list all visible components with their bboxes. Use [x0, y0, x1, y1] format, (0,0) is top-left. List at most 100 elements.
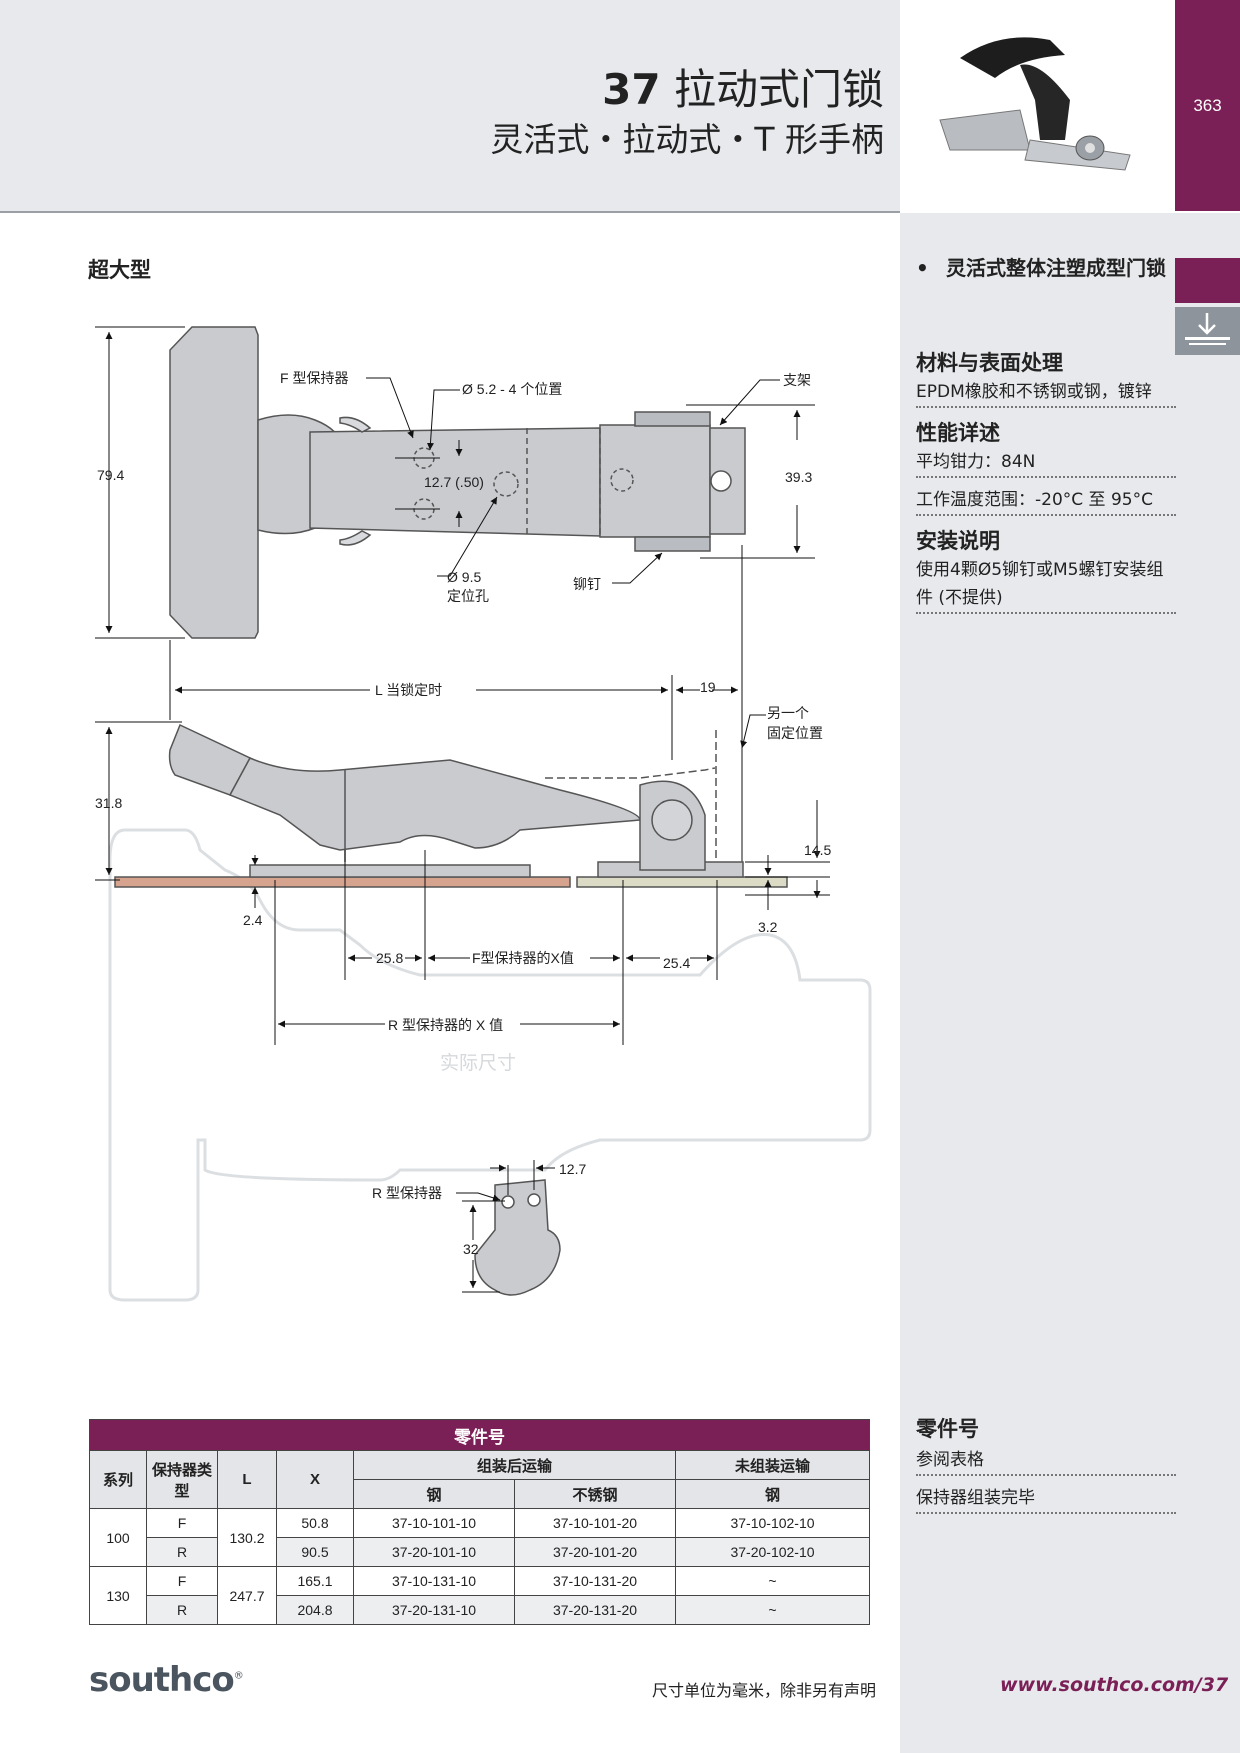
side-tab-magenta [1175, 258, 1240, 303]
dim-12-7: 12.7 [559, 1161, 586, 1177]
label-f-retainer: F 型保持器 [280, 370, 348, 386]
cell-type: F [146, 1566, 218, 1596]
logo-text: southco [89, 1660, 235, 1700]
label-r-x: R 型保持器的 X 值 [388, 1017, 503, 1033]
header-divider [0, 211, 900, 213]
label-alt-position-2: 固定位置 [767, 725, 823, 741]
dim-12-7-50: 12.7 (.50) [424, 474, 484, 490]
cell-steel: 37-20-131-10 [353, 1595, 515, 1625]
table-row: R 204.8 37-20-131-10 37-20-131-20 ~ [90, 1595, 870, 1625]
top-view-labels: F 型保持器 Ø 5.2 - 4 个位置 支架 79.4 12.7 (.50) … [97, 370, 812, 604]
cell-unassembled: 37-20-102-10 [675, 1537, 870, 1567]
l-dimension [169, 545, 766, 880]
table-title: 零件号 [89, 1419, 870, 1451]
footer-note: 尺寸单位为毫米，除非另有声明 [652, 1681, 877, 1700]
actual-size-label: 实际尺寸 [440, 1052, 516, 1074]
cell-steel: 37-20-101-10 [353, 1537, 515, 1567]
table-row: 130 F 247.7 165.1 37-10-131-10 37-10-131… [89, 1566, 870, 1625]
dim-31-8: 31.8 [95, 795, 122, 811]
cell-x: 204.8 [276, 1595, 354, 1625]
cell-series: 100 [89, 1508, 147, 1567]
col-unassembled-steel: 钢 [675, 1479, 870, 1509]
cell-x: 165.1 [276, 1566, 354, 1596]
side-tab-icon [1175, 307, 1240, 355]
section-title: 超大型 [88, 258, 151, 282]
feature-bullet: •灵活式整体注塑成型门锁 [916, 256, 1166, 280]
label-r-retainer: R 型保持器 [372, 1185, 442, 1201]
r-retainer-labels: 12.7 R 型保持器 32 [372, 1161, 586, 1257]
label-bracket: 支架 [783, 372, 811, 388]
footer-url-link[interactable]: www.southco.com/37 [1000, 1674, 1229, 1696]
cell-l: 247.7 [217, 1566, 277, 1625]
cell-type: R [146, 1537, 218, 1567]
side-column [900, 213, 1240, 1753]
cell-series: 130 [89, 1566, 147, 1625]
dim-25-4: 25.4 [663, 955, 690, 971]
title-number: 37 [602, 65, 661, 114]
cell-steel: 37-10-131-10 [353, 1566, 515, 1596]
cell-type: R [146, 1595, 218, 1625]
side-view-dimensions [95, 721, 830, 1045]
col-x: X [276, 1450, 354, 1509]
top-view-dimensions [95, 326, 815, 639]
section-tab [1175, 0, 1240, 211]
title-text: 拉动式门锁 [673, 65, 884, 114]
cell-l: 130.2 [217, 1508, 277, 1567]
parts-retainer-assembled: 保持器组装完毕 [916, 1484, 1176, 1514]
r-retainer-dimensions [456, 1160, 555, 1293]
col-stainless: 不锈钢 [514, 1479, 676, 1509]
cell-stainless: 37-20-101-20 [514, 1537, 676, 1567]
performance-heading: 性能详述 [916, 421, 1000, 445]
cell-unassembled: ~ [675, 1566, 870, 1596]
cell-type: F [146, 1508, 218, 1538]
materials-heading: 材料与表面处理 [916, 351, 1063, 375]
dim-25-8: 25.8 [376, 950, 403, 966]
technical-drawing: 实际尺寸 F 型保持器 [95, 326, 872, 1302]
dim-32: 32 [463, 1241, 479, 1257]
page-number: 363 [1193, 96, 1222, 115]
col-series: 系列 [89, 1450, 147, 1509]
cell-unassembled: 37-10-102-10 [675, 1508, 870, 1538]
dim-14-5: 14.5 [804, 842, 831, 858]
header-background [0, 0, 900, 211]
cell-stainless: 37-10-131-20 [514, 1566, 676, 1596]
cell-steel: 37-10-101-10 [353, 1508, 515, 1538]
cell-stainless: 37-10-101-20 [514, 1508, 676, 1538]
label-locating-hole-1: Ø 9.5 [447, 569, 481, 585]
product-photo [900, 0, 1175, 211]
page-title: 37 拉动式门锁 [602, 56, 884, 117]
col-retainer-type: 保持器类型 [146, 1450, 218, 1509]
cell-unassembled: ~ [675, 1595, 870, 1625]
latch-side-view [114, 723, 788, 888]
actual-size-outline [108, 828, 872, 1302]
cell-x: 50.8 [276, 1508, 354, 1538]
parts-heading: 零件号 [916, 1417, 979, 1441]
label-locating-hole-2: 定位孔 [447, 588, 489, 604]
performance-force: 平均钳力：84N [916, 448, 1176, 478]
install-text: 使用4颗Ø5铆钉或M5螺钉安装组件 (不提供) [916, 556, 1176, 614]
label-hole: Ø 5.2 - 4 个位置 [462, 381, 562, 397]
performance-temp: 工作温度范围：-20°C 至 95°C [916, 486, 1176, 516]
r-retainer-part [474, 1179, 561, 1296]
label-alt-position-1: 另一个 [767, 705, 809, 721]
dim-3-2: 3.2 [758, 919, 778, 935]
label-l-locked: L 当锁定时 [375, 682, 442, 698]
label-rivet: 铆钉 [573, 576, 601, 592]
page-subtitle: 灵活式・拉动式・T 形手柄 [490, 120, 884, 159]
install-heading: 安装说明 [916, 529, 1000, 553]
col-assembled: 组装后运输 [353, 1450, 676, 1480]
col-unassembled: 未组装运输 [675, 1450, 870, 1480]
logo-registered-mark: ® [233, 1670, 244, 1682]
table-row: R 90.5 37-20-101-10 37-20-101-20 37-20-1… [90, 1537, 870, 1567]
table-row: 100 F 130.2 50.8 37-10-101-10 37-10-101-… [89, 1508, 870, 1567]
cell-x: 90.5 [276, 1537, 354, 1567]
dim-79-4: 79.4 [97, 467, 124, 483]
dim-19: 19 [700, 679, 716, 695]
l-dimension-labels: L 当锁定时 19 另一个 固定位置 [375, 679, 823, 741]
side-view-labels: 31.8 14.5 2.4 3.2 25.8 F型保持器的X值 25.4 R 型… [95, 795, 831, 1033]
col-steel: 钢 [353, 1479, 515, 1509]
label-f-x: F型保持器的X值 [472, 950, 574, 966]
cell-stainless: 37-20-131-20 [514, 1595, 676, 1625]
southco-logo: southco® [89, 1660, 244, 1700]
dim-39-3: 39.3 [785, 469, 812, 485]
